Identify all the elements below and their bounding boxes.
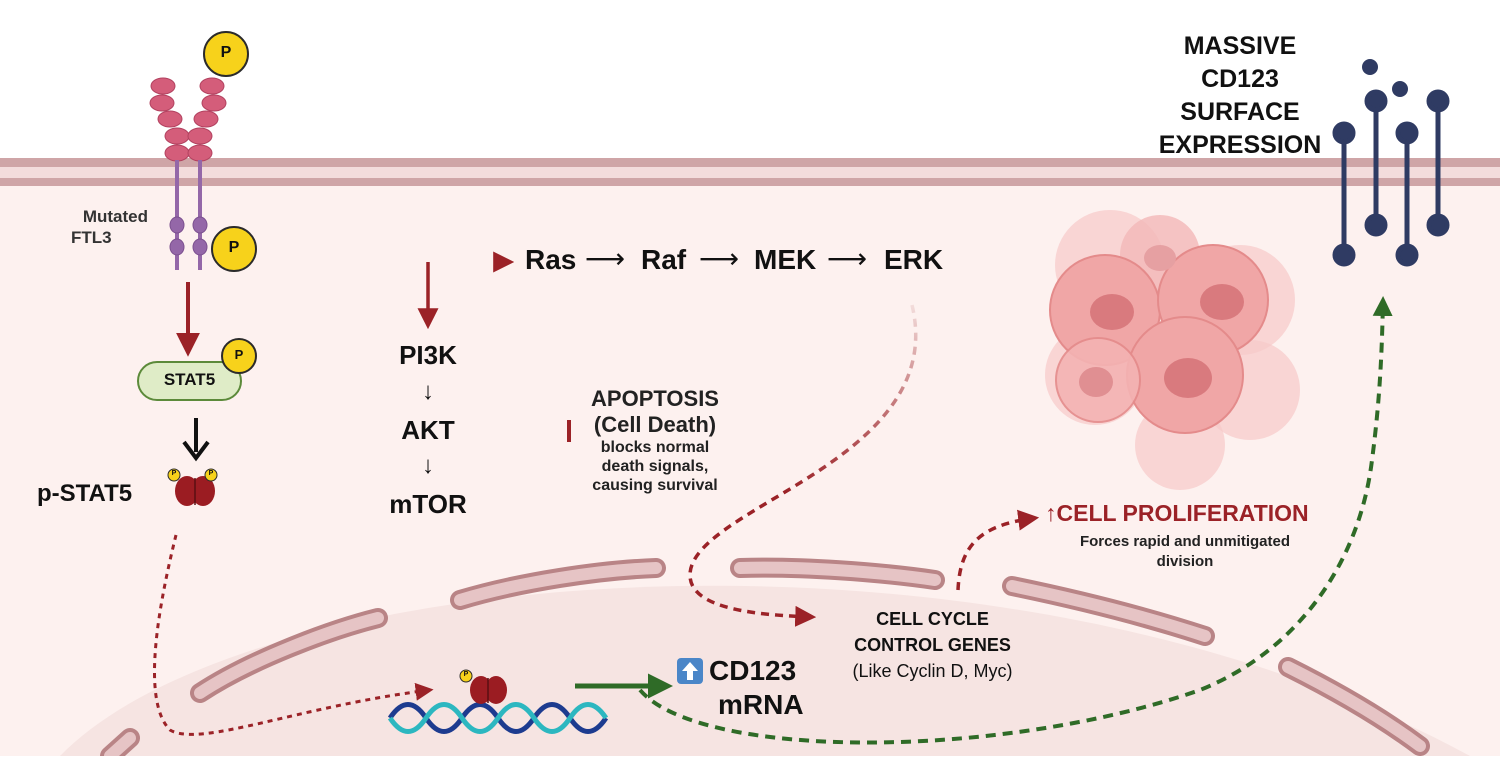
pstat5-phospho-label-left: P	[171, 470, 177, 477]
genes-line3: (Like Cyclin D, Myc)	[852, 661, 1013, 681]
dna-bound-dimer	[459, 669, 507, 704]
up-arrow-icon	[677, 658, 703, 684]
cd123-receptors	[1332, 59, 1450, 267]
pi3k-arrow-2: ↓	[422, 452, 434, 479]
pi3k-arrow-1: ↓	[422, 378, 434, 405]
plasma-membrane	[0, 158, 1500, 186]
cell-cycle-genes-label: CELL CYCLE CONTROL GENES (Like Cyclin D,…	[820, 606, 1045, 684]
mrna-label-line2: mRNA	[718, 689, 804, 720]
phospho-circle-stat5	[221, 338, 257, 374]
phospho-label-receptor: P	[228, 239, 240, 256]
pstat5-dimer	[167, 468, 218, 506]
surface-line2: CD123	[1201, 65, 1279, 93]
phospho-label-stat5: P	[234, 347, 244, 362]
mrna-label-line1: CD123	[709, 655, 797, 686]
receptor-label: Mutated FTL3	[56, 206, 148, 248]
phospho-circle-top	[203, 31, 249, 77]
mapk-erk: ERK	[884, 244, 944, 275]
mapk-raf: Raf	[641, 244, 687, 275]
mapk-arrow-2: ⟶	[699, 243, 740, 274]
arrow-stat5-to-pstat5	[182, 418, 210, 462]
proliferation-note-1: Forces rapid and unmitigated	[1079, 533, 1291, 550]
mapk-ras: Ras	[525, 244, 577, 275]
dotted-path-erk-to-genes	[688, 304, 918, 627]
proliferation-note: Forces rapid and unmitigated division	[1040, 532, 1330, 572]
dotted-path-pstat5-to-dna	[153, 534, 434, 736]
receptor-label-line2: FTL3	[71, 228, 112, 247]
cell-cluster	[1045, 210, 1300, 490]
apoptosis-block: APOPTOSIS (Cell Death) blocks normal dea…	[560, 386, 750, 495]
mapk-arrow-3: ⟶	[827, 243, 868, 274]
apoptosis-title: APOPTOSIS	[591, 386, 719, 411]
mapk-arrow-1: ⟶	[585, 243, 626, 274]
nucleus	[60, 585, 1470, 756]
inhibition-akt-apoptosis	[468, 420, 571, 442]
pi3k-label: PI3K	[399, 340, 457, 370]
mtor-label: mTOR	[389, 489, 467, 519]
nuclear-envelope	[100, 557, 1430, 761]
surface-line4: EXPRESSION	[1158, 131, 1322, 159]
dotted-path-genes-to-proliferation	[956, 509, 1040, 591]
pstat5-phospho-label-right: P	[208, 470, 214, 477]
stat5-label: STAT5	[163, 370, 216, 389]
dna-helix	[387, 702, 609, 734]
mapk-mek: MEK	[754, 244, 817, 275]
flt3-receptor	[149, 77, 227, 270]
akt-label: AKT	[401, 415, 455, 445]
phospho-label-top: P	[220, 44, 232, 61]
apoptosis-note-3: causing survival	[592, 477, 718, 494]
pstat5-label: p-STAT5	[37, 480, 133, 507]
surface-line3: SURFACE	[1180, 98, 1300, 126]
surface-line1: MASSIVE	[1183, 32, 1297, 60]
proliferation-note-2: division	[1156, 553, 1214, 570]
receptor-label-line1: Mutated	[82, 207, 148, 226]
dashed-path-mrna-to-surface	[638, 296, 1393, 745]
apoptosis-note-2: death signals,	[601, 458, 709, 475]
apoptosis-note-1: blocks normal	[600, 439, 710, 456]
dna-dimer-phospho-label: P	[463, 671, 469, 678]
surface-expression-label: MASSIVE CD123 SURFACE EXPRESSION	[1135, 30, 1345, 162]
proliferation-title: ↑CELL PROLIFERATION	[1045, 500, 1309, 526]
phospho-circle-receptor	[211, 226, 257, 272]
apoptosis-subtitle: (Cell Death)	[593, 412, 717, 437]
genes-line1: CELL CYCLE	[876, 609, 989, 629]
genes-line2: CONTROL GENES	[854, 635, 1011, 655]
stat5-pill	[137, 361, 242, 401]
